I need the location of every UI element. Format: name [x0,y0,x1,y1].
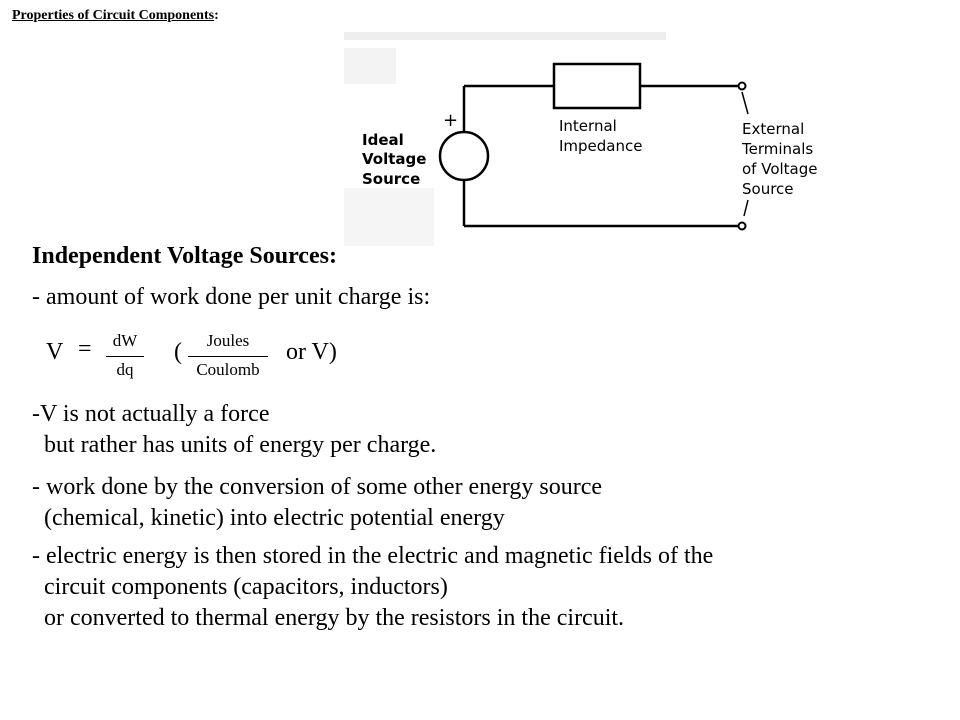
scan-artifact [344,48,396,84]
circuit-diagram: + Ideal Voltage Source Internal Impedanc… [344,32,818,246]
bullet-energy-stored-cont1: circuit components (capacitors, inductor… [44,574,448,600]
page-title-text: Properties of Circuit Components [12,8,215,23]
formula-open-paren: ( [174,339,182,365]
source-label-line1: Ideal [362,131,404,149]
terminal-pointer [743,199,749,217]
page-title: Properties of Circuit Components: [12,8,219,24]
terminal-top [737,81,747,91]
bullet-work-conversion: - work done by the conversion of some ot… [32,474,603,500]
formula-unit-numerator: Joules [206,331,250,350]
bullet-v-not-force-cont: but rather has units of energy per charg… [44,432,437,458]
terminals-label-line3: of Voltage [742,160,818,178]
source-label-line2: Voltage [362,150,426,168]
text-line-work-per-charge: - amount of work done per unit charge is… [32,284,431,310]
formula-equals: = [78,336,92,362]
terminal-bottom [737,221,747,231]
formula-denominator: dq [116,360,134,379]
source-label-line3: Source [362,170,420,188]
page-title-colon: : [214,8,219,23]
scan-artifact [344,188,434,246]
scan-artifact [344,32,666,40]
bullet-v-not-force: -V is not actually a force [32,401,270,427]
formula-unit-bar [188,356,268,357]
impedance-box [552,62,642,110]
bullet-energy-stored: - electric energy is then stored in the … [32,543,714,569]
terminals-label-line2: Terminals [741,140,813,158]
section-title-colon: : [328,243,337,269]
formula-lhs: V [46,339,64,365]
section-title-text: Independent Voltage Sources [32,243,329,269]
bullet-work-conversion-cont: (chemical, kinetic) into electric potent… [44,505,505,531]
voltage-source-circle [438,130,490,182]
terminals-label-line1: External [742,120,804,138]
formula-tail: or V) [286,339,337,365]
terminals-label-line4: Source [742,180,794,198]
formula-unit-denominator: Coulomb [196,360,260,379]
section-title: Independent Voltage Sources: [32,243,337,270]
bullet-energy-stored-cont2: or converted to thermal energy by the re… [44,605,625,631]
formula-fraction-bar [106,356,144,357]
impedance-label-line1: Internal [559,117,617,135]
impedance-label-line2: Impedance [559,137,642,155]
formula-numerator: dW [112,331,138,350]
terminal-pointer [741,91,749,115]
plus-sign: + [443,110,458,131]
